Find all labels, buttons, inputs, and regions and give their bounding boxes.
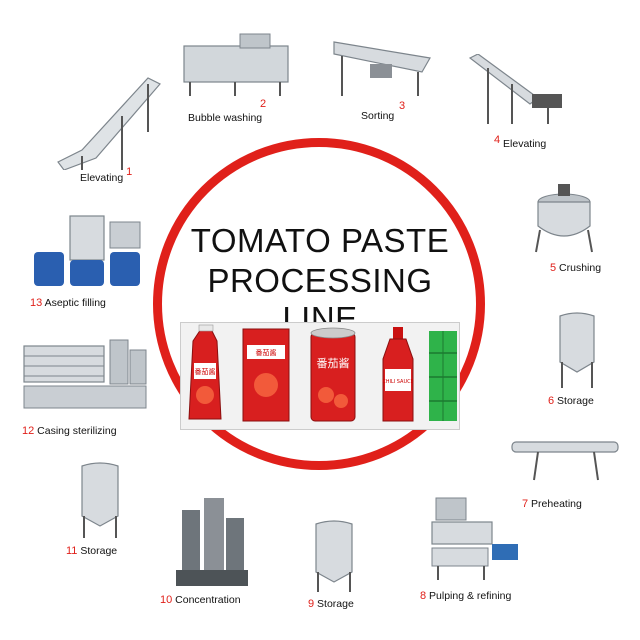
step-7-preheater xyxy=(508,436,622,482)
filling-machine-icon xyxy=(34,215,141,286)
step-1-text: Elevating xyxy=(80,172,124,184)
tank-icon xyxy=(81,462,119,538)
step-2-bubble-washer xyxy=(180,30,292,98)
step-11-storage-tank xyxy=(78,460,122,540)
step-13-text: Aseptic filling xyxy=(44,297,106,309)
pulper-icon xyxy=(431,497,518,580)
step-11-text: Storage xyxy=(80,545,118,557)
step-7-text: Preheating xyxy=(531,498,582,510)
washer-machine-icon xyxy=(183,33,289,96)
step-3-text: Sorting xyxy=(361,110,395,122)
step-10-label: 10 Concentration xyxy=(160,594,241,606)
step-13-label: 13 Aseptic filling xyxy=(30,297,106,309)
step-9-storage-tank xyxy=(312,518,356,594)
step-6-number: 6 xyxy=(548,395,555,407)
step-3-label: 3 Sorting xyxy=(361,100,405,122)
product-bottle: CHILI SAUCE xyxy=(382,327,414,422)
step-9-label: 9 Storage xyxy=(308,598,354,610)
step-6-label: 6 Storage xyxy=(548,395,594,407)
step-7-label: 7 Preheating xyxy=(522,498,582,510)
step-12-sterilizer xyxy=(20,336,150,416)
step-6-storage-tank xyxy=(554,310,600,390)
center-ring xyxy=(153,138,485,470)
tank-icon xyxy=(559,312,595,388)
product-pouch: 番茄酱 xyxy=(188,324,222,420)
step-4-text: Elevating xyxy=(503,138,547,150)
tube-heater-icon xyxy=(511,441,619,481)
step-5-crushing-kettle xyxy=(524,182,604,254)
step-10-number: 10 xyxy=(160,594,173,606)
step-5-label: 5 Crushing xyxy=(550,262,601,274)
step-11-label: 11 Storage xyxy=(66,545,117,557)
step-12-label: 12 Casing sterilizing xyxy=(22,425,117,437)
step-8-label: 8 Pulping & refining xyxy=(420,590,511,602)
step-2-text: Bubble washing xyxy=(188,112,263,124)
step-10-concentrator xyxy=(172,490,252,588)
step-7-number: 7 xyxy=(522,498,529,510)
product-drums xyxy=(429,331,457,421)
product-sachet: 番茄酱 xyxy=(242,328,290,422)
step-4-label: 4 Elevating xyxy=(494,134,546,150)
pouch-text: 番茄酱 xyxy=(195,367,216,376)
step-8-number: 8 xyxy=(420,590,427,602)
kettle-icon xyxy=(535,184,593,253)
product-can: 番茄酱 xyxy=(310,327,356,422)
step-1-number: 1 xyxy=(126,166,133,178)
incline-conveyor-icon xyxy=(468,54,562,124)
step-2-label: 2 Bubble washing xyxy=(188,98,266,124)
sorting-table-icon xyxy=(333,41,431,96)
sachet-text: 番茄酱 xyxy=(256,348,277,357)
step-1-label: Elevating 1 xyxy=(80,166,132,184)
step-8-pulping-machine xyxy=(428,492,524,582)
step-3-sorting-machine xyxy=(330,36,434,98)
incline-conveyor-icon xyxy=(57,77,161,170)
step-4-elevating-machine xyxy=(468,54,568,126)
step-12-number: 12 xyxy=(22,425,35,437)
product-strip: 番茄酱 番茄酱 番茄酱 CHILI SAUCE xyxy=(180,322,460,430)
can-text: 番茄酱 xyxy=(317,356,350,370)
step-13-aseptic-filler xyxy=(30,212,150,290)
step-2-number: 2 xyxy=(260,98,267,110)
step-8-text: Pulping & refining xyxy=(429,590,512,602)
step-13-number: 13 xyxy=(30,297,43,309)
bottle-text: CHILI SAUCE xyxy=(382,379,414,385)
step-3-number: 3 xyxy=(399,100,406,112)
tube-sterilizer-icon xyxy=(23,339,147,409)
step-9-number: 9 xyxy=(308,598,315,610)
step-10-text: Concentration xyxy=(175,594,241,606)
product-images: 番茄酱 番茄酱 番茄酱 CHILI SAUCE xyxy=(188,324,457,422)
step-5-text: Crushing xyxy=(559,262,602,274)
step-6-text: Storage xyxy=(557,395,594,407)
step-1-elevating-machine xyxy=(52,70,162,170)
title-line-1: TOMATO PASTE xyxy=(190,222,450,259)
tank-icon xyxy=(315,520,353,592)
step-11-number: 11 xyxy=(66,545,78,557)
step-4-number: 4 xyxy=(494,134,501,146)
step-9-text: Storage xyxy=(317,598,354,610)
evaporator-icon xyxy=(176,498,248,586)
step-5-number: 5 xyxy=(550,262,557,274)
step-12-text: Casing sterilizing xyxy=(37,425,117,437)
